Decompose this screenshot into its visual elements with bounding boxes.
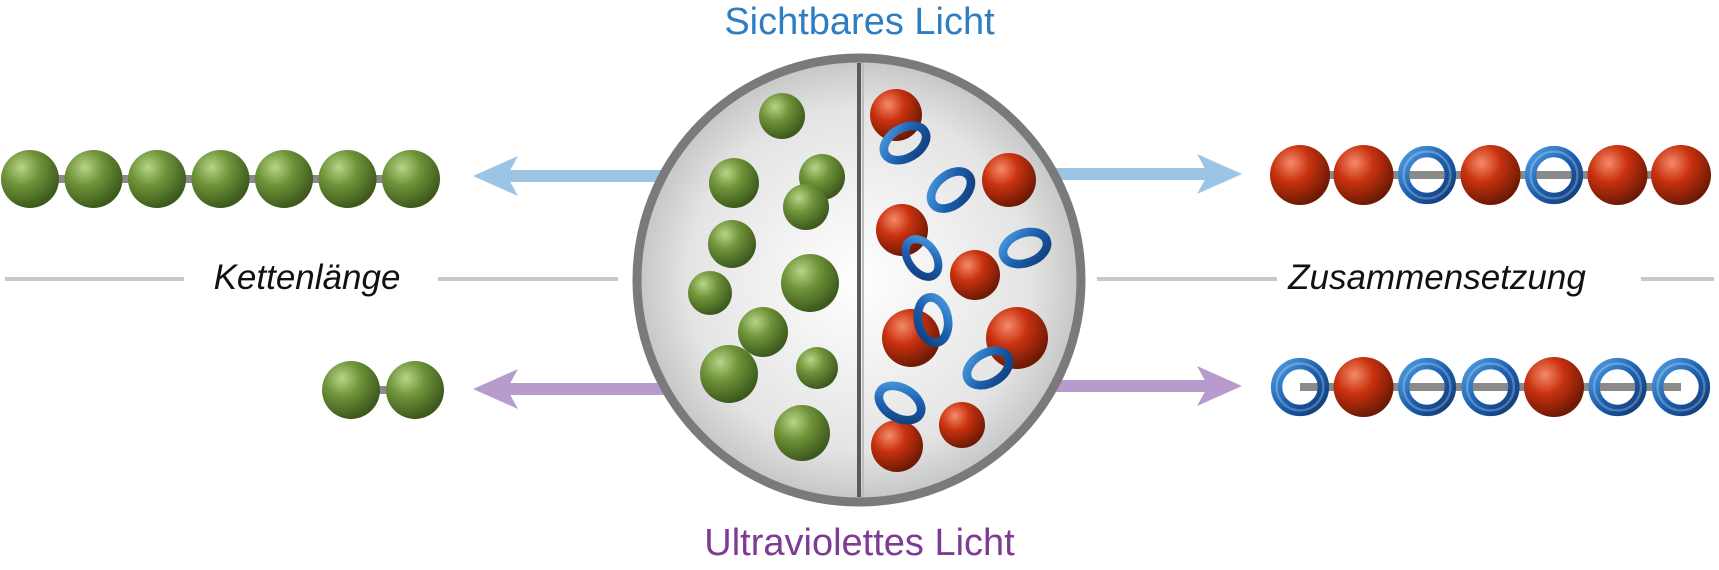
green-monomer	[318, 150, 377, 208]
chain-length-label: Kettenlänge	[213, 258, 401, 297]
green-monomer	[774, 405, 830, 461]
green-monomer	[688, 271, 732, 315]
blue-ring-monomer	[1524, 145, 1584, 205]
red-monomer	[1587, 145, 1648, 205]
red-monomer	[871, 420, 923, 472]
divided-sphere-icon	[632, 53, 1086, 507]
red-monomer	[1270, 145, 1330, 205]
green-monomer	[796, 347, 838, 389]
green-monomer	[322, 361, 380, 419]
green-monomer	[191, 150, 250, 208]
blue-ring-monomer	[926, 167, 976, 213]
blue-ring-monomer	[913, 293, 953, 347]
blue-ring-monomer	[1651, 357, 1711, 417]
uv-light-arrow-right	[1055, 366, 1242, 406]
green-monomer	[700, 345, 758, 403]
uv-light-arrow-left	[473, 369, 665, 409]
red-monomer	[1460, 145, 1521, 205]
blue-ring-monomer	[962, 346, 1014, 390]
green-monomer	[783, 184, 829, 230]
red-monomer	[950, 250, 1000, 300]
blue-ring-monomer	[1588, 357, 1647, 417]
green-monomer	[708, 220, 756, 268]
green-monomer	[1, 150, 59, 208]
red-monomer	[1333, 357, 1394, 417]
visible-light-arrow-right	[1055, 154, 1242, 194]
red-monomer	[986, 307, 1048, 369]
green-monomer	[759, 93, 805, 139]
blue-ring-monomer	[998, 227, 1052, 269]
green-monomer	[255, 150, 313, 208]
red-monomer	[982, 153, 1036, 207]
green-monomer	[386, 361, 444, 419]
green-monomer	[709, 158, 759, 208]
chain-right-top	[1270, 145, 1711, 205]
composition-label: Zusammensetzung	[1288, 258, 1586, 297]
visible-light-label: Sichtbares Licht	[724, 1, 995, 43]
sphere-red-monomers-and-rings	[870, 89, 1052, 472]
green-monomer	[382, 150, 440, 208]
green-monomer	[128, 150, 186, 208]
blue-ring-monomer	[1270, 357, 1330, 417]
sphere-green-monomers	[688, 93, 845, 461]
visible-light-arrow-left	[473, 156, 665, 196]
green-monomer	[738, 307, 788, 357]
blue-ring-monomer	[874, 381, 926, 425]
red-monomer	[882, 309, 940, 367]
red-monomer	[939, 402, 985, 448]
red-monomer	[1524, 357, 1584, 417]
chain-right-bottom	[1270, 357, 1711, 417]
blue-ring-monomer	[1397, 357, 1457, 417]
chain-left-bottom	[322, 361, 444, 419]
arrows	[473, 154, 1242, 409]
chain-left-top	[1, 150, 440, 208]
red-monomer	[1651, 145, 1711, 205]
blue-ring-monomer	[1397, 145, 1457, 205]
green-monomer	[64, 150, 123, 208]
uv-light-label: Ultraviolettes Licht	[704, 522, 1015, 564]
green-monomer	[781, 254, 839, 312]
blue-ring-monomer	[1461, 357, 1520, 417]
blue-ring-monomer	[901, 235, 943, 281]
red-monomer	[1333, 145, 1394, 205]
blue-ring-monomer	[879, 121, 931, 165]
